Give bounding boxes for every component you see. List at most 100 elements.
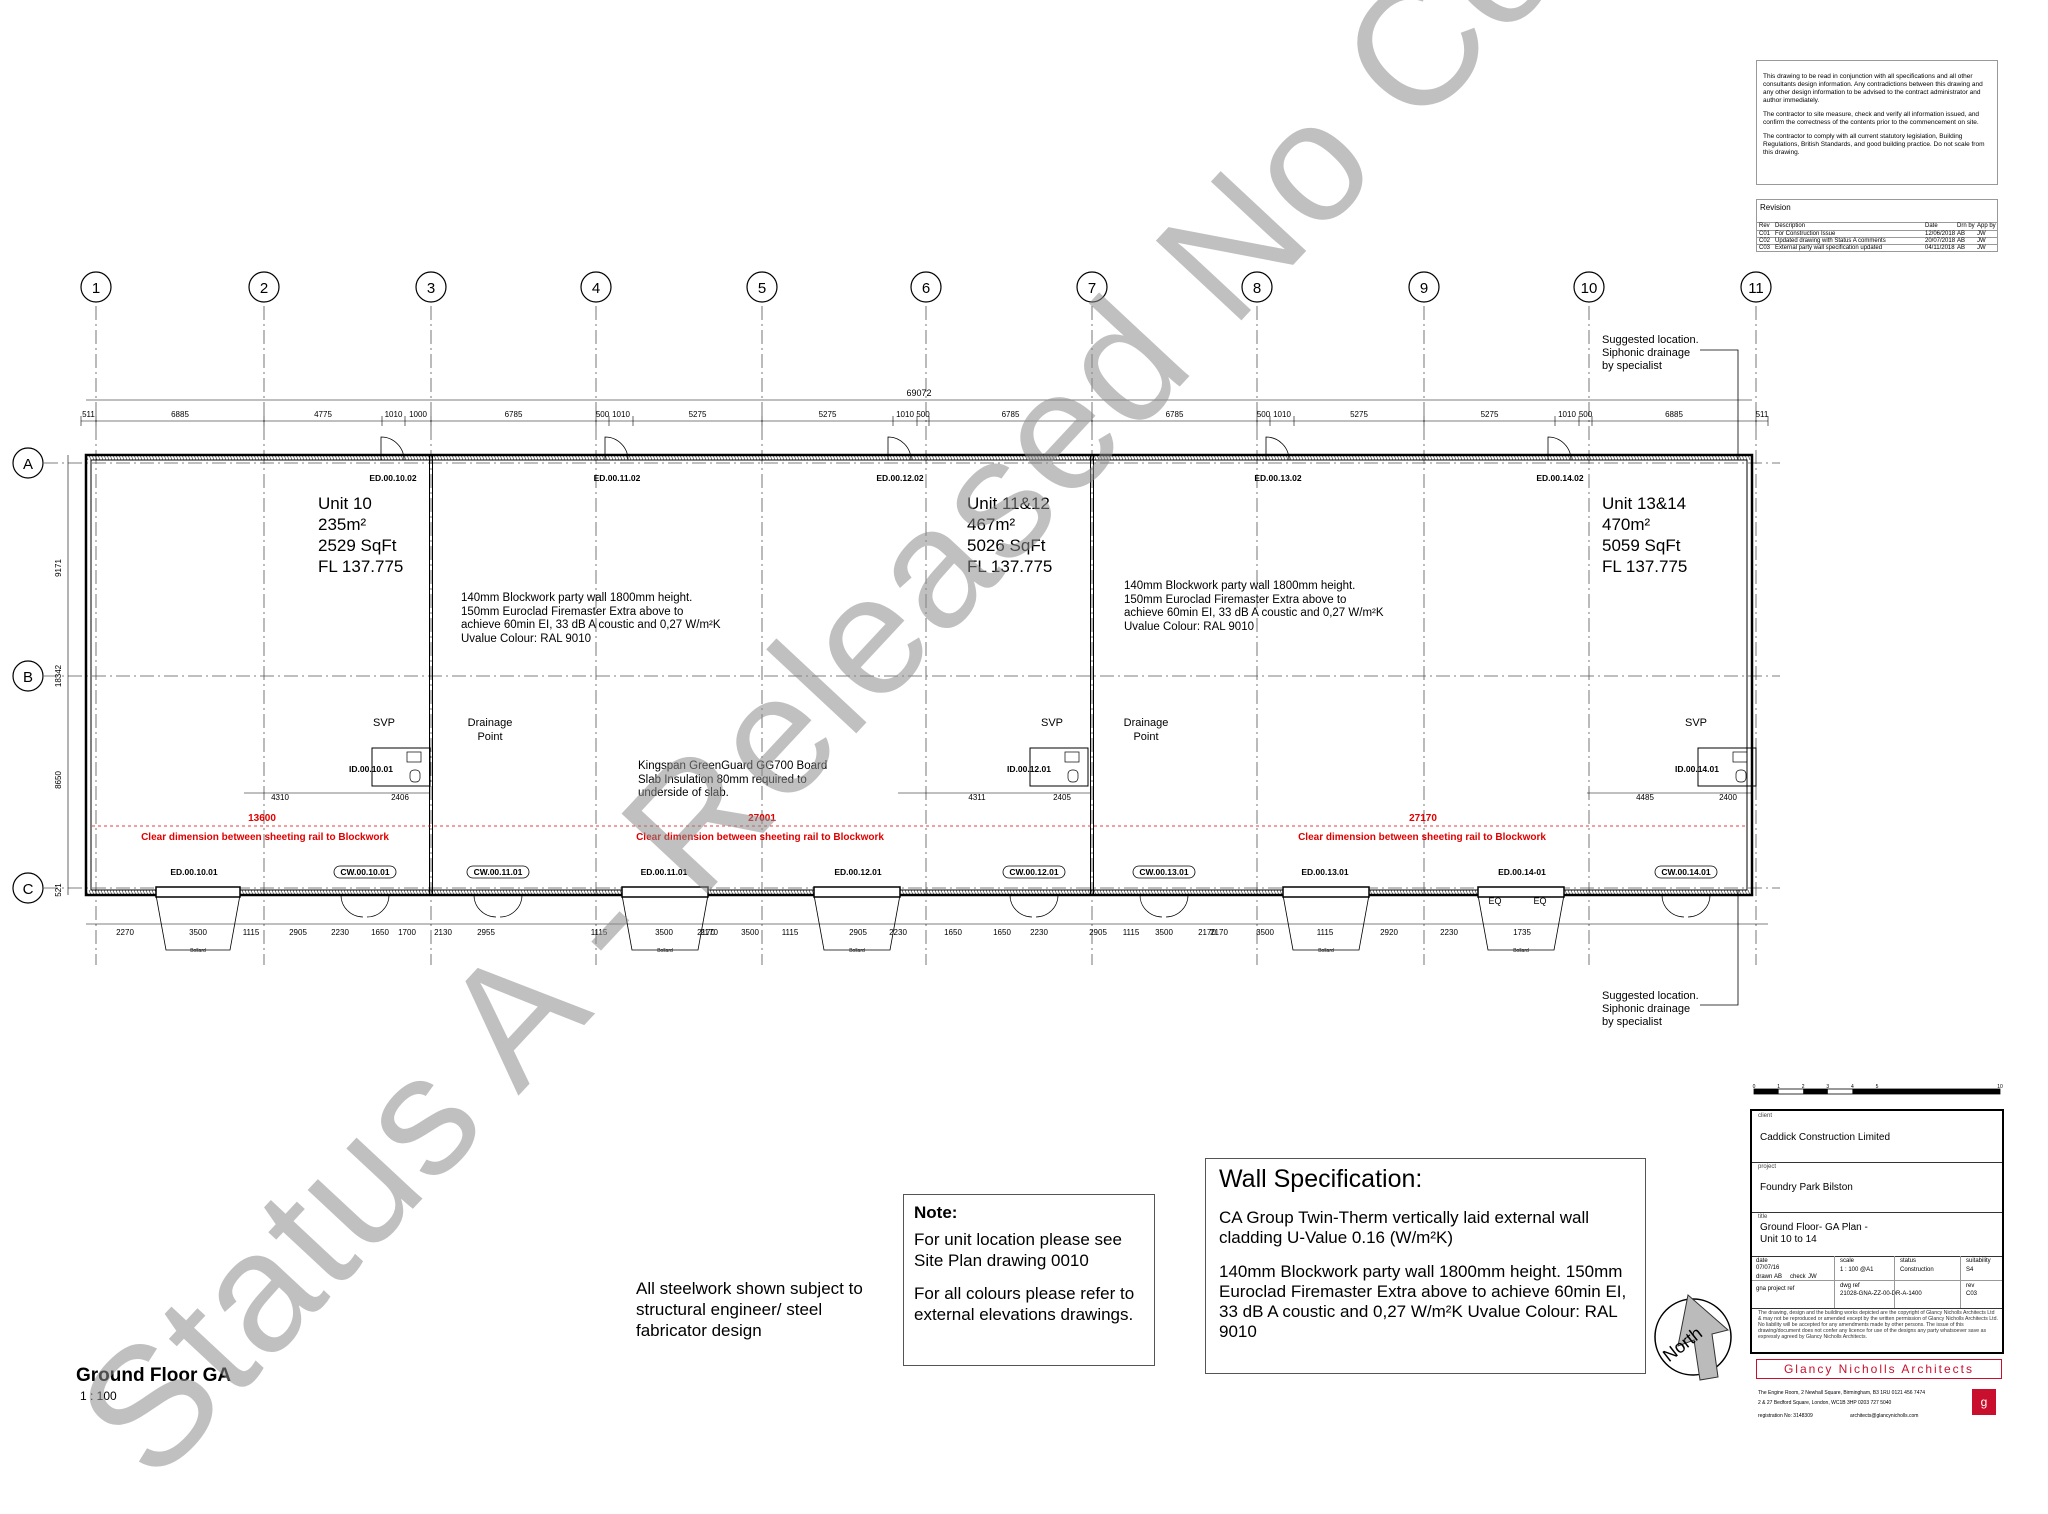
cladding-hatch — [517, 889, 521, 896]
cladding-hatch — [712, 454, 716, 461]
cladding-hatch — [1219, 889, 1223, 896]
cladding-hatch — [694, 454, 698, 461]
id-tag: ID.00.12.01 — [1007, 764, 1051, 774]
cladding-hatch — [274, 889, 278, 896]
cladding-hatch — [1387, 889, 1391, 896]
cladding-hatch — [1612, 454, 1616, 461]
cladding-hatch — [490, 889, 494, 896]
loading-ramp — [1282, 894, 1370, 951]
cladding-hatch — [607, 454, 611, 461]
door-swing — [1009, 894, 1059, 918]
grid-bubble-3 — [415, 271, 447, 303]
cladding-hatch — [1678, 454, 1682, 461]
cladding-hatch — [256, 454, 260, 461]
door-tag: ED.00.14-01 — [1498, 867, 1546, 877]
cladding-hatch — [1237, 454, 1241, 461]
cladding-hatch — [499, 889, 503, 896]
cladding-hatch — [523, 454, 527, 461]
revision-col: Description — [1775, 223, 1806, 229]
cladding-hatch — [316, 454, 320, 461]
cladding-hatch — [1291, 454, 1295, 461]
cladding-hatch — [736, 454, 740, 461]
cladding-hatch — [139, 889, 143, 896]
note-line: achieve 60min EI, 33 dB A coustic and 0,… — [461, 619, 721, 631]
grid-label-7: 7 — [1088, 280, 1096, 297]
unit-area: 467m² — [967, 515, 1016, 534]
cladding-hatch — [1069, 889, 1073, 896]
cladding-hatch — [1057, 454, 1061, 461]
cladding-hatch — [1531, 454, 1535, 461]
cladding-hatch — [754, 454, 758, 461]
cladding-hatch — [1450, 454, 1454, 461]
cladding-hatch — [724, 889, 728, 896]
cladding-hatch — [1042, 889, 1046, 896]
cladding-hatch — [232, 454, 236, 461]
cladding-hatch — [1390, 454, 1394, 461]
cladding-hatch — [325, 889, 329, 896]
cladding-hatch — [736, 889, 740, 896]
cladding-hatch — [424, 454, 428, 461]
cladding-hatch — [994, 454, 998, 461]
scale-bar-segment — [1754, 1089, 1779, 1094]
cladding-hatch — [967, 889, 971, 896]
note-line: 140mm Blockwork party wall 1800mm height… — [461, 592, 693, 604]
cladding-hatch — [1330, 454, 1334, 461]
cladding-hatch — [1423, 454, 1427, 461]
cladding-hatch — [787, 454, 791, 461]
bottom-dimension-value: 3500 — [189, 928, 207, 937]
note-line: 140mm Blockwork party wall 1800mm height… — [1124, 580, 1356, 592]
cladding-hatch — [709, 889, 713, 896]
cladding-hatch — [1579, 889, 1583, 896]
cladding-hatch — [469, 889, 473, 896]
cladding-hatch — [304, 889, 308, 896]
title-line: Ground Floor- GA Plan - — [1760, 1222, 1868, 1233]
cladding-hatch — [637, 454, 641, 461]
cladding-hatch — [349, 454, 353, 461]
door-tag: ED.00.14.02 — [1536, 473, 1584, 483]
bottom-dimension-value: 2920 — [1380, 928, 1398, 937]
cladding-hatch — [1636, 889, 1640, 896]
loading-door — [1477, 886, 1565, 898]
wall-spec-paragraph: 140mm Blockwork party wall 1800mm height… — [1219, 1262, 1627, 1341]
cladding-hatch — [757, 889, 761, 896]
svp-label: SVP — [373, 717, 395, 729]
grid-label-C: C — [23, 881, 34, 898]
bottom-dimension-value: 2130 — [434, 928, 452, 937]
cladding-hatch — [1021, 454, 1025, 461]
drawing-title: Ground Floor GA — [76, 1365, 232, 1386]
cladding-hatch — [799, 454, 803, 461]
cladding-hatch — [1174, 454, 1178, 461]
cladding-hatch — [157, 454, 161, 461]
cladding-hatch — [1726, 889, 1730, 896]
cladding-hatch — [1153, 454, 1157, 461]
cladding-hatch — [463, 454, 467, 461]
cladding-hatch — [265, 454, 269, 461]
cladding-hatch — [1642, 454, 1646, 461]
cladding-hatch — [1243, 889, 1247, 896]
cladding-hatch — [808, 454, 812, 461]
note-paragraph: For all colours please refer to external… — [914, 1284, 1135, 1324]
top-dimension-value: 1010 — [1558, 410, 1576, 419]
revision-cell: 04/11/2018 — [1925, 245, 1955, 251]
bottom-dimension-value: 2230 — [331, 928, 349, 937]
cladding-hatch — [148, 889, 152, 896]
cladding-hatch — [1063, 454, 1067, 461]
title-value: Ground Floor- GA Plan - Unit 10 to 14 — [1760, 1222, 1868, 1246]
bottom-dimension-value: 2955 — [477, 928, 495, 937]
cladding-hatch — [1426, 454, 1430, 461]
cladding-hatch — [913, 889, 917, 896]
cladding-hatch — [295, 454, 299, 461]
cladding-hatch — [442, 889, 446, 896]
cladding-hatch — [1363, 454, 1367, 461]
cladding-hatch — [421, 454, 425, 461]
cladding-hatch — [1369, 889, 1373, 896]
cladding-hatch — [571, 889, 575, 896]
cladding-hatch — [1714, 889, 1718, 896]
cladding-hatch — [355, 454, 359, 461]
grid-bubble-5 — [746, 271, 778, 303]
cladding-hatch — [436, 454, 440, 461]
drainage-point-label: Point — [1133, 731, 1158, 743]
cladding-hatch — [1195, 454, 1199, 461]
cladding-hatch — [901, 889, 905, 896]
bottom-dimension-value: 2230 — [1030, 928, 1048, 937]
